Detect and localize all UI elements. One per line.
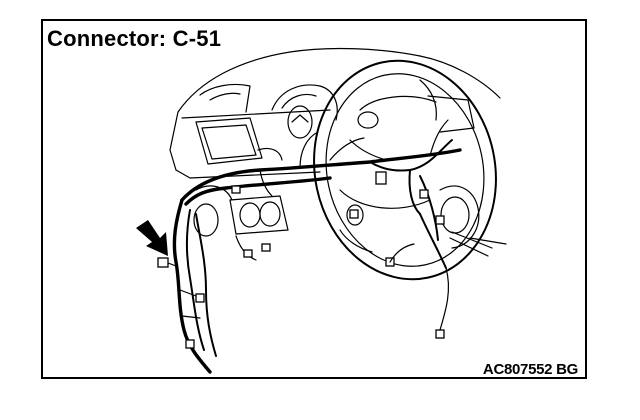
connector bbox=[231, 185, 241, 194]
center-console bbox=[193, 185, 289, 237]
connectors bbox=[157, 171, 445, 349]
connector-title: Connector: C-51 bbox=[47, 26, 222, 51]
arrow-icon bbox=[136, 220, 168, 256]
connector bbox=[185, 339, 195, 349]
connector bbox=[435, 329, 445, 339]
connector bbox=[243, 249, 253, 258]
center-vent bbox=[195, 117, 283, 165]
connector bbox=[375, 171, 387, 185]
connector bbox=[261, 243, 271, 252]
figure-frame bbox=[41, 19, 587, 379]
lower-wiring bbox=[389, 213, 450, 331]
connector bbox=[195, 293, 205, 303]
wiring-harness bbox=[159, 119, 462, 374]
connector-c51 bbox=[157, 257, 169, 268]
steering-column bbox=[439, 185, 507, 257]
instrument-cluster bbox=[271, 79, 475, 139]
connector bbox=[349, 209, 359, 219]
dashboard-outline bbox=[169, 47, 501, 179]
connector bbox=[435, 215, 445, 225]
reference-code: AC807552 BG bbox=[482, 361, 578, 378]
connector bbox=[419, 189, 429, 199]
